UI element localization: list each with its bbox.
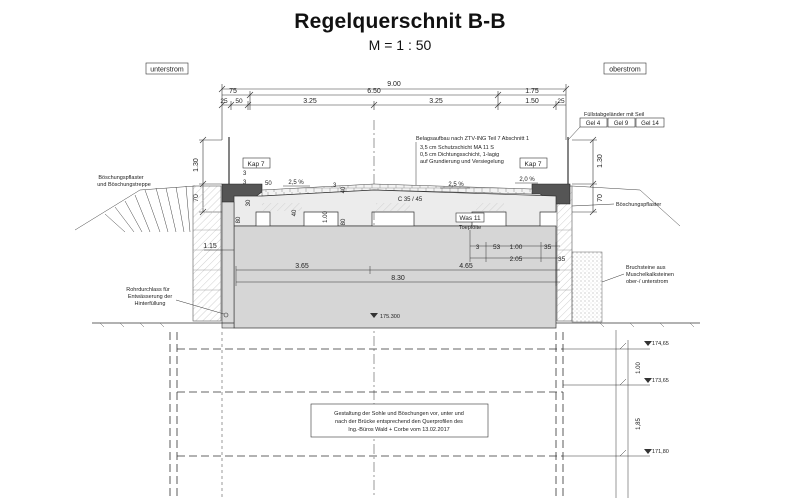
dim-100v: 1.00 — [323, 211, 329, 223]
note-line-3: Ing.-Büros Wald + Corbe vom 13.02.2017 — [348, 427, 449, 433]
bruch-line-2: Muschelkalksteinen — [626, 272, 674, 278]
dim-35a: 35 — [544, 244, 552, 251]
side-label-right: oberstrom — [603, 62, 647, 75]
dim-100h: 1.00 — [510, 244, 523, 251]
dim-150: 1.50 — [525, 98, 539, 105]
level-171-80: 171,80 — [652, 449, 669, 455]
boeschung-left-1: Böschungspflaster — [98, 175, 143, 181]
kap-left-label: Kap 7 — [248, 161, 265, 168]
was-label: Was 11 — [459, 215, 481, 222]
boeschung-right: Böschungspflaster — [616, 202, 661, 208]
dim-80b: 80 — [341, 218, 347, 225]
abutment-left — [192, 185, 222, 322]
kap-right-box: Kap 7 — [519, 157, 548, 169]
dim-75: 75 — [229, 88, 237, 95]
belag-line-4: auf Grundierung und Versiegelung — [420, 159, 504, 165]
side-label-left: unterstrom — [145, 62, 189, 75]
note-line-2: nach der Brücke entsprechend den Querpro… — [335, 419, 463, 425]
dim-80a: 80 — [236, 216, 242, 223]
dim-25b: 25 — [557, 98, 565, 105]
dim-830: 8.30 — [391, 275, 405, 282]
scale-label: M = 1 : 50 — [368, 37, 432, 53]
dim-70-right: 70 — [597, 194, 604, 202]
gel-4: Gel 4 — [586, 121, 601, 127]
rohr-line-2: Entwässerung der — [128, 294, 172, 300]
dim-175: 1.75 — [525, 88, 539, 95]
dim-total: 9.00 — [387, 81, 401, 88]
dim-325a: 3.25 — [303, 98, 317, 105]
rohr-line-1: Rohrdurchlass für — [126, 287, 170, 293]
level-173-65: 173,65 — [652, 378, 669, 384]
dim-325b: 3.25 — [429, 98, 443, 105]
railing-label: Füllstabgeländer mit Seil — [584, 112, 644, 118]
side-left-text: unterstrom — [150, 67, 184, 74]
height-dims-right — [572, 136, 597, 216]
gel-14: Gel 14 — [641, 121, 659, 127]
dim-3c: 3 — [476, 245, 480, 251]
masonry-right — [571, 251, 603, 323]
railing-posts — [228, 137, 569, 184]
level-174-65: 174,65 — [652, 341, 669, 347]
kap-left-box: Kap 7 — [242, 157, 271, 169]
kap-right-label: Kap 7 — [525, 161, 542, 168]
dim-115: 1.15 — [203, 243, 217, 250]
dim-130-right: 1.30 — [597, 154, 604, 168]
vdim-185: 1,85 — [636, 418, 642, 430]
bruch-line-3: ober-/ unterstrom — [626, 279, 669, 285]
slope-right: 2,0 % — [519, 177, 535, 183]
dim-3b: 3 — [243, 180, 247, 186]
dim-3a: 3 — [243, 171, 247, 177]
vdim-100: 1.00 — [636, 362, 642, 374]
boeschung-left-2: und Böschungstreppe — [97, 182, 151, 188]
dim-25a: 25 — [220, 98, 228, 105]
abutment-right — [556, 185, 573, 322]
rohr-line-3: Hinterfüllung — [135, 301, 166, 307]
railing-code-boxes — [579, 117, 665, 128]
dim-50: 50 — [235, 98, 243, 105]
inner-dims — [204, 230, 560, 286]
dim-40: 40 — [341, 186, 347, 193]
dim-53: 53 — [493, 244, 501, 251]
foundation-outline — [169, 332, 564, 498]
dim-30: 30 — [246, 199, 252, 206]
dim-3d: 3 — [333, 183, 337, 189]
dim-465: 4.65 — [459, 263, 473, 270]
gel-9: Gel 9 — [614, 121, 629, 127]
dim-40b: 40 — [292, 209, 298, 216]
note-box: Gestaltung der Sohle und Böschungen vor,… — [310, 403, 489, 438]
note-line-1: Gestaltung der Sohle und Böschungen vor,… — [334, 411, 464, 417]
embankment-left — [74, 185, 196, 233]
dimension-chain-top — [218, 84, 570, 140]
belag-line-3: 0,5 cm Dichtungsschicht, 1-lagig — [420, 152, 499, 158]
abutment-stem-left — [221, 201, 235, 329]
embankment-right — [571, 185, 681, 227]
concrete-class: C 35 / 45 — [398, 197, 423, 203]
page-title: Regelquerschnit B-B — [294, 10, 506, 33]
belag-line-1: Belagsaufbau nach ZTV-ING Teil 7 Abschni… — [416, 136, 529, 142]
dim-130-left: 1.30 — [193, 158, 200, 172]
side-right-text: oberstrom — [609, 67, 641, 74]
toepfe-label: Toepfölte — [459, 225, 481, 231]
slope-left: 2,5 % — [288, 180, 304, 186]
dim-365: 3.65 — [295, 263, 309, 270]
level-top: 175.300 — [380, 314, 400, 320]
slope-left2: 2,5 % — [448, 182, 464, 188]
dim-650: 6.50 — [367, 88, 381, 95]
dim-35b: 35 — [558, 256, 566, 263]
dim-50b: 50 — [265, 181, 272, 187]
level-markers — [563, 342, 650, 457]
substructure-block — [233, 225, 557, 329]
belag-line-2: 3,5 cm Schutzschicht MA 11 S — [420, 145, 494, 151]
bruch-line-1: Bruchsteine aus — [626, 265, 666, 271]
dim-205: 2.05 — [510, 256, 523, 263]
